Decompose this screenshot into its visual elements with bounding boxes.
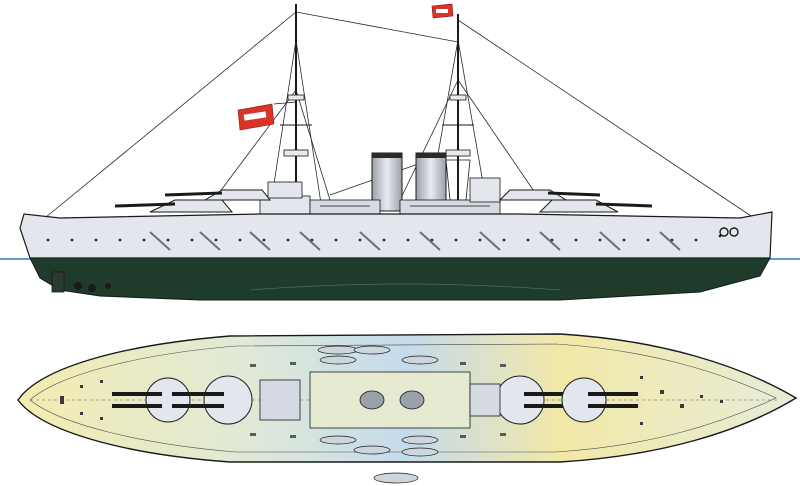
hull-upper	[19, 211, 773, 259]
naval-ensign-icon	[237, 101, 297, 131]
aft-turret-2	[538, 199, 653, 213]
fore-mast	[280, 4, 312, 215]
plan-superstructure	[259, 371, 501, 429]
casemate-shading	[149, 231, 681, 251]
plan-turret-fore-2	[172, 375, 253, 425]
plan-secondary-guns	[250, 362, 506, 438]
plan-deck-fittings	[60, 376, 723, 425]
deck-plan-view	[17, 333, 798, 484]
portholes	[46, 234, 722, 242]
fore-turret-1	[114, 199, 234, 213]
main-mast	[442, 14, 474, 215]
side-profile-view	[0, 3, 800, 301]
anchor-icon	[719, 227, 739, 237]
hull-underwater	[29, 257, 771, 301]
naval-ensign-icon	[431, 3, 454, 19]
propeller-icon	[51, 271, 111, 293]
fore-turret-2	[164, 189, 272, 201]
plan-turret-fore-1	[112, 377, 191, 423]
aft-turret-1	[498, 189, 601, 201]
plan-boats	[317, 345, 439, 484]
plan-turret-aft-2	[561, 377, 638, 423]
